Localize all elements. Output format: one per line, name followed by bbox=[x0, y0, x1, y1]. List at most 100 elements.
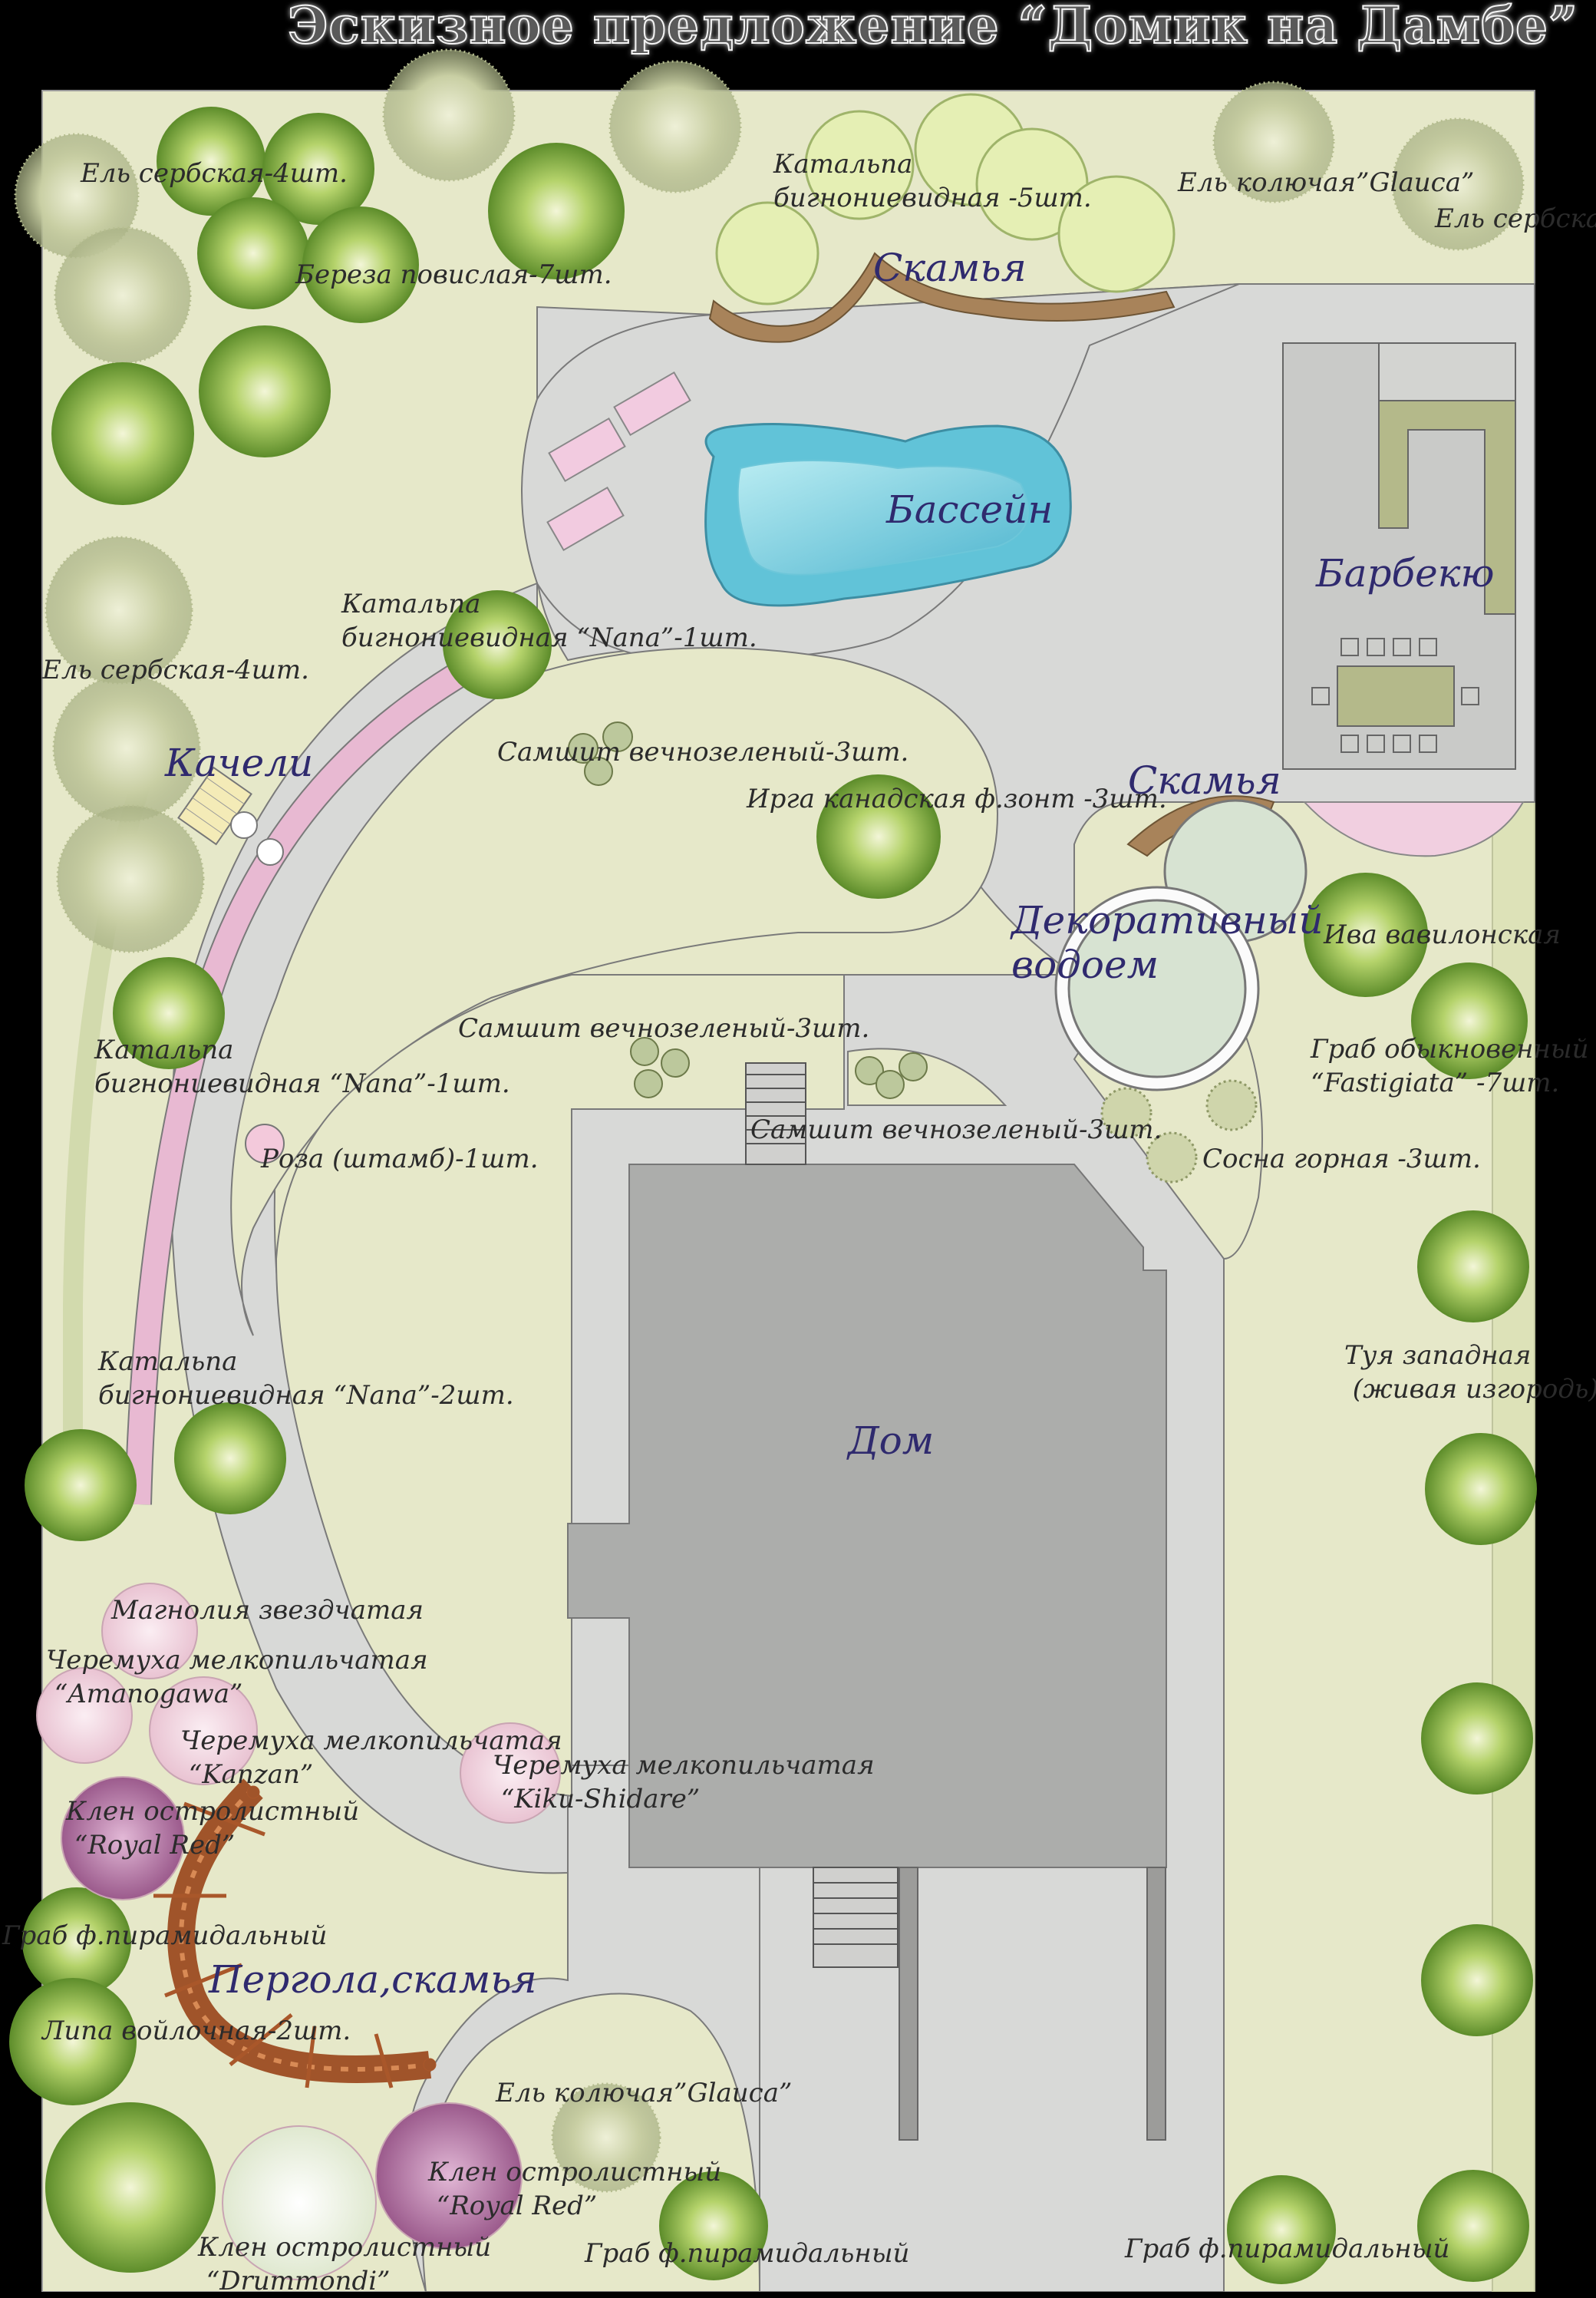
zone-label-house: Дом bbox=[848, 1418, 935, 1463]
zone-label-bbq: Барбекю bbox=[1316, 551, 1495, 596]
plan-shape bbox=[1212, 81, 1335, 203]
plant-label: Роза (штамб)-1шт. bbox=[261, 1144, 539, 1174]
plan-shape bbox=[1417, 2170, 1529, 2282]
zone-label-pergola: Пергола,скамья bbox=[209, 1957, 537, 2002]
boxwood bbox=[568, 721, 928, 1099]
plant-label: Ель колючая”Glauca” bbox=[1178, 167, 1475, 198]
plant-label: Магнолия звездчатая bbox=[111, 1595, 424, 1626]
plan-shape bbox=[183, 1801, 265, 1837]
plant-label: Береза повислая-7шт. bbox=[295, 259, 612, 290]
plan-shape bbox=[179, 1786, 430, 2072]
plan-shape bbox=[1419, 638, 1437, 656]
plan-shape bbox=[423, 2058, 437, 2072]
plan-shape bbox=[659, 2171, 768, 2280]
plan-shape bbox=[634, 1069, 663, 1098]
catalpa-group bbox=[715, 93, 1176, 305]
plan-shape bbox=[101, 1583, 198, 1679]
plan-shape bbox=[551, 2082, 661, 2193]
pool bbox=[704, 423, 1072, 607]
bench-top bbox=[708, 252, 1176, 343]
zone-label-pond: Декоративный водоем bbox=[1011, 898, 1324, 987]
house-steps bbox=[745, 1062, 899, 1968]
sunbeds bbox=[546, 371, 691, 552]
plan-shape bbox=[1340, 735, 1359, 753]
deciduous-trees bbox=[9, 107, 1537, 2284]
zone-label-bench-top: Скамья bbox=[873, 246, 1027, 290]
plan-shape bbox=[302, 206, 419, 323]
plan-shape bbox=[1417, 1210, 1529, 1322]
island-west bbox=[230, 647, 999, 1336]
plant-label: Самшит вечнозеленый-3шт. bbox=[750, 1114, 1162, 1145]
plan-shape bbox=[1146, 1131, 1198, 1184]
plan-shape bbox=[149, 1676, 258, 1785]
plan-shape bbox=[229, 2013, 293, 2066]
plan-shape bbox=[1067, 899, 1247, 1078]
zone-label-bench-right: Скамья bbox=[1128, 758, 1281, 803]
plan-shape bbox=[1367, 638, 1385, 656]
plan-shape bbox=[804, 110, 915, 220]
plan-shape bbox=[45, 536, 193, 685]
swing-seat bbox=[256, 838, 284, 866]
plan-shape bbox=[1393, 638, 1411, 656]
plant-label: Граб ф.пирамидальный bbox=[2, 1920, 328, 1951]
page-title: Эскизное предложение “Домик на Дамбе” bbox=[287, 0, 1578, 56]
decorative-pond bbox=[1054, 799, 1307, 1091]
plan-shape bbox=[51, 362, 194, 505]
plan-shape bbox=[568, 733, 598, 764]
plan-shape bbox=[382, 48, 516, 182]
plan-shape bbox=[14, 133, 140, 259]
plan-shape bbox=[1227, 2175, 1336, 2284]
plan-shape bbox=[1419, 735, 1437, 753]
plan-shape bbox=[199, 325, 331, 457]
plan-shape bbox=[1337, 665, 1455, 727]
plant-label: Катальпа бигнониевидная “Nana”-1шт. bbox=[341, 589, 757, 653]
plan-shape bbox=[1391, 117, 1525, 251]
plan-shape bbox=[1304, 873, 1428, 997]
plan-shape bbox=[1411, 962, 1528, 1079]
spruces bbox=[14, 48, 1525, 2193]
plan-shape bbox=[197, 197, 309, 309]
plan-shape bbox=[608, 60, 742, 193]
plant-label: Катальпа бигнониевидная “Nana”-1шт. bbox=[94, 1035, 510, 1099]
zone-label-swing: Качели bbox=[165, 741, 314, 785]
plant-label: Черемуха мелкопильчатая “Kanzan” bbox=[180, 1725, 562, 1790]
plant-label: Клен остролистный “Royal Red” bbox=[66, 1796, 360, 1861]
plant-label: Самшит вечнозеленый-3шт. bbox=[497, 737, 909, 768]
plan-shape bbox=[488, 143, 625, 279]
plan-shape bbox=[164, 1963, 242, 1998]
plant-label: Граб ф.пирамидальный bbox=[1125, 2234, 1450, 2264]
swing-seat bbox=[230, 811, 258, 839]
flowering-trees bbox=[36, 1583, 561, 2280]
plant-label: Липа войлочная-2шт. bbox=[42, 2016, 351, 2046]
plan-shape bbox=[54, 226, 192, 365]
plan-shape bbox=[745, 1062, 806, 1165]
plan-shape bbox=[45, 2102, 216, 2273]
zone-label-pool: Бассейн bbox=[886, 487, 1054, 532]
plan-shape bbox=[546, 486, 625, 552]
plan-shape bbox=[602, 721, 633, 752]
plan-shape bbox=[1461, 687, 1479, 705]
plan-shape bbox=[61, 1776, 185, 1900]
plan-shape bbox=[199, 787, 238, 815]
plan-shape bbox=[1205, 1079, 1258, 1131]
plan-shape bbox=[1393, 735, 1411, 753]
plan-shape bbox=[113, 957, 225, 1069]
plant-label: Туя западная (живая изгородь) bbox=[1344, 1340, 1596, 1405]
plan-shape bbox=[1421, 1682, 1533, 1794]
plan-shape bbox=[174, 1402, 286, 1514]
plan-shape bbox=[855, 1056, 884, 1085]
plan-shape bbox=[305, 2026, 317, 2088]
plant-label: Катальпа бигнониевидная -5шт. bbox=[773, 149, 1092, 213]
plan-shape bbox=[737, 460, 1029, 576]
plan-shape bbox=[222, 2125, 377, 2280]
plan-shape bbox=[1057, 175, 1176, 293]
rose-standard bbox=[245, 1124, 285, 1164]
plan-shape bbox=[1311, 687, 1330, 705]
plant-label: Сосна горная -3шт. bbox=[1202, 1144, 1481, 1174]
plan-shape bbox=[185, 807, 224, 835]
plant-label: Граб обыкновенный “Fastigiata” -7шт. bbox=[1311, 1034, 1589, 1098]
plan-shape bbox=[36, 1667, 133, 1764]
island-southwest bbox=[275, 974, 845, 1798]
plan-shape bbox=[1425, 1433, 1537, 1545]
